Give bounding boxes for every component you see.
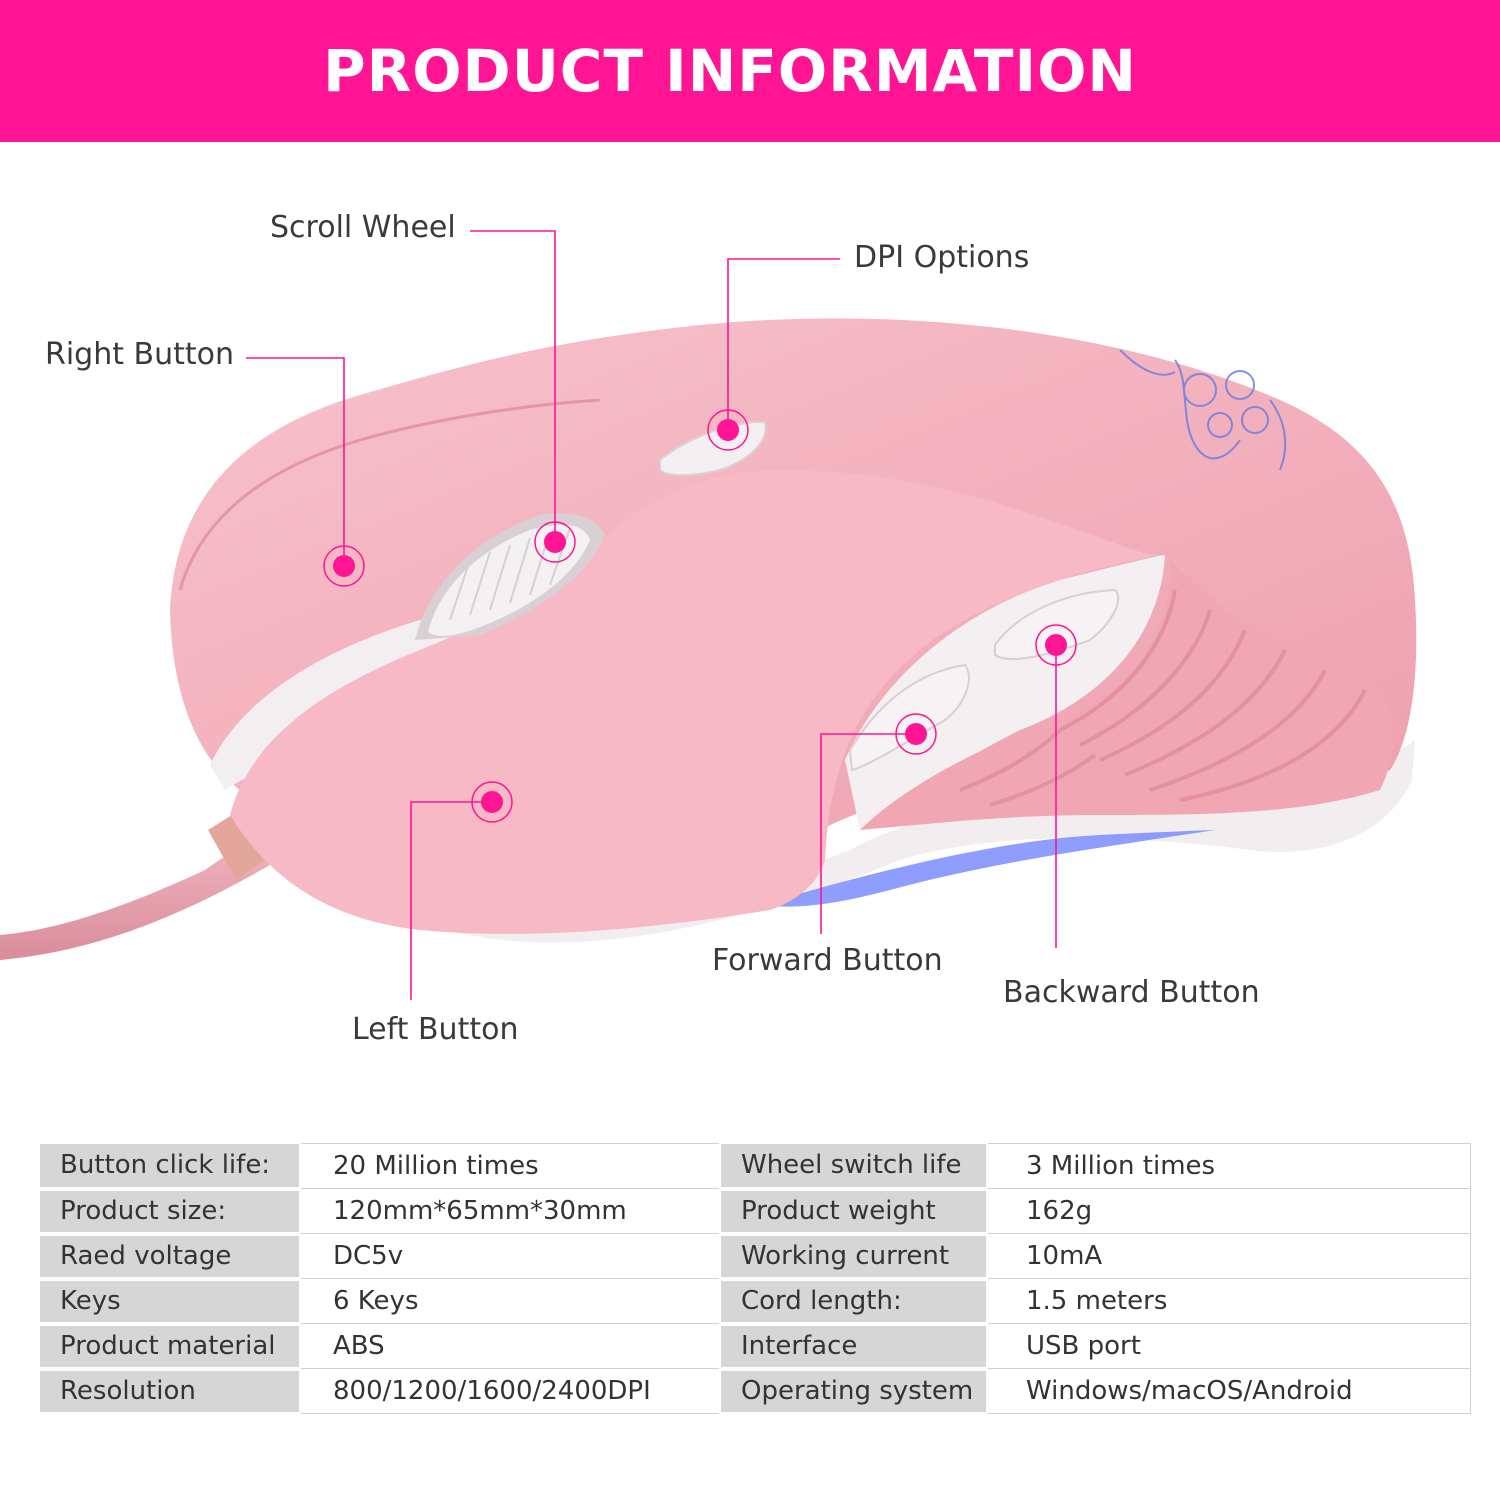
spec-value: 20 Million times: [300, 1143, 721, 1189]
spec-value: 10mA: [987, 1233, 1471, 1279]
spec-key: Product size:: [40, 1188, 301, 1236]
rgb-light-strip: [760, 830, 1215, 907]
dot-backward-button: [1035, 624, 1077, 666]
label-right-button: Right Button: [45, 337, 235, 372]
header-banner: PRODUCT INFORMATION: [0, 0, 1500, 142]
leader-scroll-wheel: [470, 230, 556, 542]
spec-key: Raed voltage: [40, 1233, 301, 1281]
spec-key: Interface: [720, 1323, 988, 1371]
spec-key: Resolution: [40, 1368, 301, 1416]
leader-forward-button: [820, 733, 916, 934]
label-forward-button: Forward Button: [712, 943, 943, 978]
left-button-surface: [230, 470, 1160, 934]
spec-key: Working current: [720, 1233, 988, 1281]
table-row: Product size: 120mm*65mm*30mm Product we…: [40, 1188, 1471, 1236]
spec-value: 162g: [987, 1188, 1471, 1234]
mouse-cable: [0, 835, 270, 960]
logo-decoration: [1119, 349, 1287, 471]
spec-key: Cord length:: [720, 1278, 988, 1326]
spec-key: Product material: [40, 1323, 301, 1371]
label-left-button: Left Button: [352, 1012, 519, 1047]
callout-dots: [323, 409, 1077, 823]
spec-key: Operating system: [720, 1368, 988, 1416]
spec-value: 120mm*65mm*30mm: [300, 1188, 721, 1234]
spec-key: Keys: [40, 1278, 301, 1326]
leader-left-button: [410, 801, 492, 1000]
table-row: Raed voltage DC5v Working current 10mA: [40, 1233, 1471, 1281]
spec-value: 1.5 meters: [987, 1278, 1471, 1324]
spec-key: Wheel switch life: [720, 1143, 988, 1191]
banner-title: PRODUCT INFORMATION: [323, 37, 1137, 105]
mouse-base: [225, 740, 1415, 943]
side-grip-ribs: [860, 560, 1394, 830]
cable-connector: [208, 810, 265, 880]
spec-key: Button click life:: [40, 1143, 301, 1191]
dot-forward-button: [895, 713, 937, 755]
mouse-illustration: [0, 230, 1417, 1000]
leader-dpi-options: [727, 258, 840, 430]
table-row: Keys 6 Keys Cord length: 1.5 meters: [40, 1278, 1471, 1326]
label-backward-button: Backward Button: [1003, 975, 1260, 1010]
forward-side-button: [848, 663, 970, 772]
leader-right-button: [246, 357, 345, 566]
spec-value: 3 Million times: [987, 1143, 1471, 1189]
table-row: Button click life: 20 Million times Whee…: [40, 1143, 1471, 1191]
dot-dpi-options: [707, 409, 749, 451]
spec-value: 6 Keys: [300, 1278, 721, 1324]
table-row: Resolution 800/1200/1600/2400DPI Operati…: [40, 1368, 1471, 1416]
spec-value: Windows/macOS/Android: [987, 1368, 1471, 1414]
spec-value: 800/1200/1600/2400DPI: [300, 1368, 721, 1414]
table-row: Product material ABS Interface USB port: [40, 1323, 1471, 1371]
specs-table: Button click life: 20 Million times Whee…: [40, 1143, 1471, 1416]
label-scroll-wheel: Scroll Wheel: [270, 210, 456, 245]
spec-value: DC5v: [300, 1233, 721, 1279]
label-dpi-options: DPI Options: [854, 240, 1030, 275]
dot-right-button: [323, 545, 365, 587]
spec-key: Product weight: [720, 1188, 988, 1236]
spec-value: USB port: [987, 1323, 1471, 1369]
dot-scroll-wheel: [534, 521, 576, 563]
dot-left-button: [471, 781, 513, 823]
spec-value: ABS: [300, 1323, 721, 1369]
dpi-button: [659, 420, 767, 477]
scroll-wheel: [428, 524, 590, 636]
mouse-diagram: Scroll Wheel DPI Options Right Button Le…: [0, 142, 1500, 1122]
